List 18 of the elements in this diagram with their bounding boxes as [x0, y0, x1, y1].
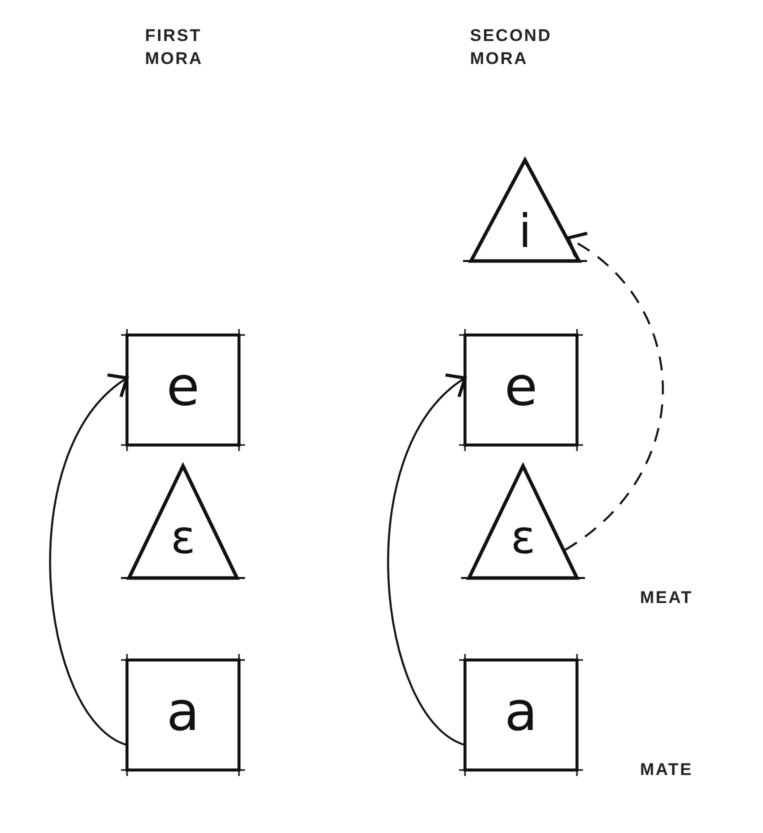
vowel-letter: ɛ [170, 514, 196, 560]
letter-box [120, 653, 246, 777]
vowel-letter: i [518, 208, 532, 254]
vowel-letter: a [165, 685, 201, 739]
column-heading: FIRST MORA [145, 25, 204, 70]
vowel-letter: ɛ [510, 514, 536, 560]
curved-arrow [50, 376, 129, 746]
dashed-arrow [564, 233, 664, 551]
vowel-letter: a [503, 685, 539, 739]
letter-box [458, 653, 584, 777]
letter-box [458, 328, 584, 452]
vowel-letter: e [165, 360, 201, 414]
word-label: MEAT [640, 587, 694, 609]
column-heading: SECOND MORA [470, 25, 553, 70]
word-label: MATE [640, 759, 694, 781]
vowel-letter: e [503, 360, 539, 414]
letter-box [120, 328, 246, 452]
curved-arrow [388, 376, 467, 746]
